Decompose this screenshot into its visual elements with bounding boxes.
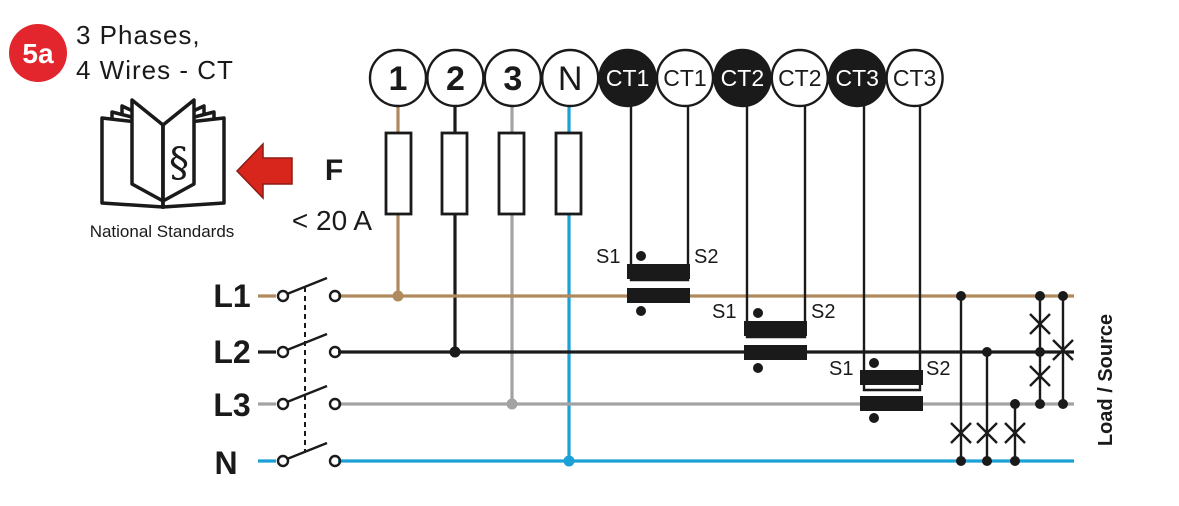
ct1-s2-label: S2 [694, 246, 718, 268]
terminal-7: CT2 [713, 48, 772, 108]
ct3-s1-label: S1 [829, 358, 853, 380]
terminal-label: CT2 [778, 65, 821, 91]
terminal-label: 1 [389, 60, 408, 98]
ct2-s2-label: S2 [811, 301, 835, 323]
terminal-4: N [541, 48, 600, 108]
terminal-5: CT1 [598, 48, 657, 108]
terminal-6: CT1 [655, 48, 715, 108]
terminal-circle [426, 48, 485, 108]
ct3-s2-label: S2 [926, 358, 950, 380]
terminal-10: CT3 [885, 48, 944, 108]
terminal-label: CT3 [893, 65, 936, 91]
fuses [384, 131, 583, 216]
load-source-label: Load / Source [1095, 314, 1117, 446]
terminal-circle [483, 48, 542, 108]
line-label-l3: L3 [213, 387, 250, 423]
terminal-label: CT1 [606, 65, 649, 91]
terminal-label: CT2 [721, 65, 764, 91]
terminal-wires [396, 102, 571, 461]
junction-dots [392, 290, 1068, 467]
line-label-l1: L1 [213, 278, 250, 314]
ct-wiring [629, 100, 922, 392]
fuse-rating: < 20 A [292, 205, 373, 236]
ct2-s1-label: S1 [712, 301, 736, 323]
badge-text: 5a [22, 38, 54, 69]
title-line-2: 4 Wires - CT [76, 55, 234, 85]
main-switch [276, 276, 342, 473]
terminal-circle [770, 48, 829, 108]
terminal-circle [713, 48, 772, 108]
terminal-8: CT2 [770, 48, 829, 108]
arrow-left-icon [235, 142, 293, 200]
step-badge: 5a [9, 24, 67, 82]
title-line-1: 3 Phases, [76, 20, 201, 50]
terminal-3: 3 [483, 48, 542, 108]
terminal-label: CT3 [835, 65, 878, 91]
terminal-circle [368, 48, 428, 108]
terminal-circle [541, 48, 600, 108]
svg-text:§: § [169, 140, 189, 186]
terminal-circle [828, 48, 887, 108]
terminal-circle [655, 48, 715, 108]
line-label-n: N [214, 445, 237, 481]
bus-lines [258, 294, 1074, 463]
law-book-icon: § [100, 98, 226, 209]
terminal-label: 3 [503, 60, 522, 98]
current-transformers [627, 251, 923, 423]
terminal-9: CT3 [828, 48, 887, 108]
fuse-label: F [325, 154, 343, 187]
terminal-label: N [558, 60, 583, 98]
load-crossings [950, 296, 1074, 461]
terminal-circle [598, 48, 657, 108]
terminal-label: CT1 [663, 65, 706, 91]
terminal-label: 2 [446, 60, 465, 98]
standards-label: National Standards [90, 222, 235, 241]
terminal-2: 2 [426, 48, 485, 108]
ct1-s1-label: S1 [596, 246, 620, 268]
terminal-1: 1 [368, 48, 428, 108]
terminal-circle [885, 48, 944, 108]
line-label-l2: L2 [213, 334, 250, 370]
